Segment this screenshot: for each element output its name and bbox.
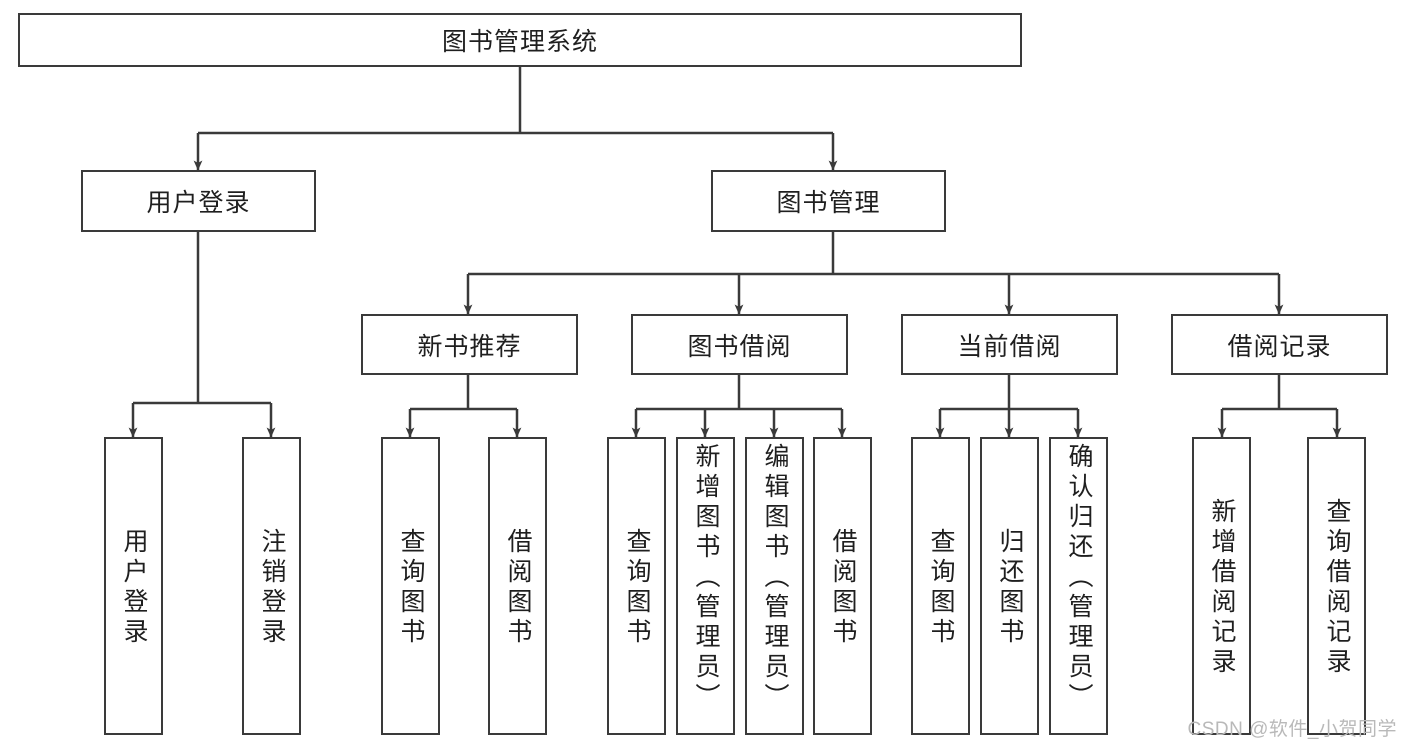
node-label: 借阅记录 <box>1227 332 1332 361</box>
leaf-current-borrow-return-books[interactable]: 归还图书 <box>980 437 1039 735</box>
node-label: 图书管理系统 <box>441 28 598 56</box>
node-label: 查询图书 <box>927 528 955 648</box>
node-label: 新增图书（管理员） <box>692 443 720 713</box>
node-label: 新书推荐 <box>417 332 522 361</box>
leaf-new-book-borrow-books[interactable]: 借阅图书 <box>488 437 547 735</box>
node-book-management[interactable]: 图书管理 <box>711 170 946 232</box>
node-label: 当前借阅 <box>957 332 1062 361</box>
node-label: 借阅图书 <box>504 528 532 648</box>
node-label: 借阅图书 <box>829 528 857 648</box>
node-label: 查询借阅记录 <box>1323 498 1351 678</box>
node-label: 用户登录 <box>146 189 251 217</box>
leaf-current-borrow-confirm-return-admin[interactable]: 确认归还（管理员） <box>1049 437 1108 735</box>
leaf-book-borrow-add-book-admin[interactable]: 新增图书（管理员） <box>676 437 735 735</box>
leaf-book-borrow-edit-book-admin[interactable]: 编辑图书（管理员） <box>745 437 804 735</box>
node-borrowing-records[interactable]: 借阅记录 <box>1171 314 1388 375</box>
node-label: 归还图书 <box>996 528 1024 648</box>
node-label: 查询图书 <box>623 528 651 648</box>
node-root-book-management-system[interactable]: 图书管理系统 <box>18 13 1022 67</box>
leaf-current-borrow-query-books[interactable]: 查询图书 <box>911 437 970 735</box>
node-current-borrowing[interactable]: 当前借阅 <box>901 314 1118 375</box>
leaf-user-login-login[interactable]: 用户登录 <box>104 437 163 735</box>
node-user-login[interactable]: 用户登录 <box>81 170 316 232</box>
node-label: 注销登录 <box>258 528 286 648</box>
node-book-borrowing[interactable]: 图书借阅 <box>631 314 848 375</box>
node-label: 新增借阅记录 <box>1208 498 1236 678</box>
leaf-new-book-query-books[interactable]: 查询图书 <box>381 437 440 735</box>
node-label: 编辑图书（管理员） <box>761 443 789 713</box>
leaf-book-borrow-query-books[interactable]: 查询图书 <box>607 437 666 735</box>
node-label: 图书借阅 <box>687 332 792 361</box>
node-label: 图书管理 <box>776 189 881 217</box>
node-new-book-recommendation[interactable]: 新书推荐 <box>361 314 578 375</box>
node-label: 查询图书 <box>397 528 425 648</box>
leaf-user-login-logout[interactable]: 注销登录 <box>242 437 301 735</box>
node-label: 用户登录 <box>120 528 148 648</box>
node-label: 确认归还（管理员） <box>1065 443 1093 713</box>
leaf-book-borrow-borrow-books[interactable]: 借阅图书 <box>813 437 872 735</box>
leaf-borrow-record-query-record[interactable]: 查询借阅记录 <box>1307 437 1366 735</box>
leaf-borrow-record-add-record[interactable]: 新增借阅记录 <box>1192 437 1251 735</box>
watermark-text: CSDN @软件_小贺同学 <box>1187 719 1397 740</box>
